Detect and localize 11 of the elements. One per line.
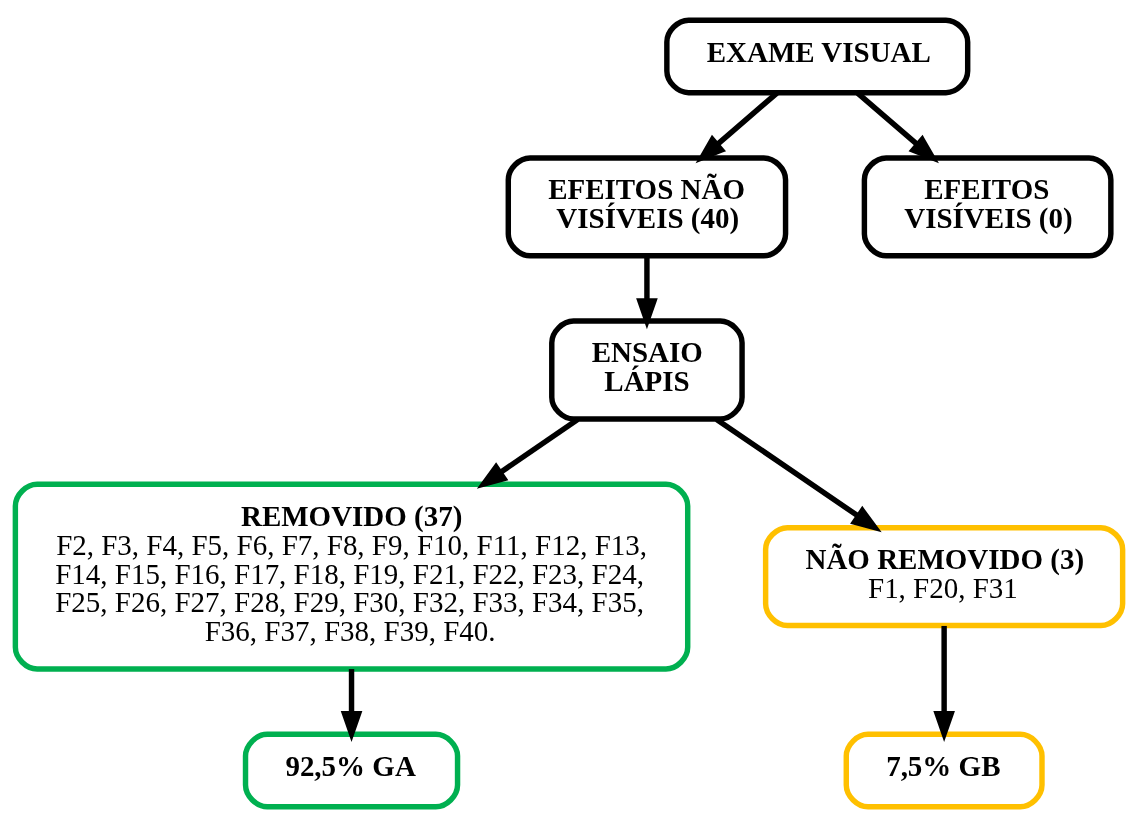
node-box: 92,5% GA <box>242 731 461 810</box>
node-box: EXAME VISUAL <box>664 17 971 96</box>
arrow <box>340 669 363 742</box>
node-box: EFEITOS VISÍVEIS (0) <box>861 155 1114 259</box>
node-box: 7,5% GB <box>843 731 1045 810</box>
arrow <box>636 256 658 330</box>
arrow <box>933 625 955 742</box>
node-box: REMOVIDO (37) F2, F3, F4, F5, F6, F7, F8, F9, F10, F11, F12, F13, F14, F15, F16, F17, F18, F19, F21, F22, F23, F24, F25, F26, F27, F28, F29, F30, F32, F33, F34, F35, F36, F37, F38, F39, F40. <box>12 481 691 672</box>
node-box: NÃO REMOVIDO (3) F1, F20, F31 <box>762 524 1126 629</box>
node-box: EFEITOS NÃO VISÍVEIS (40) <box>505 155 789 259</box>
node-box: ENSAIO LÁPIS <box>549 318 745 422</box>
